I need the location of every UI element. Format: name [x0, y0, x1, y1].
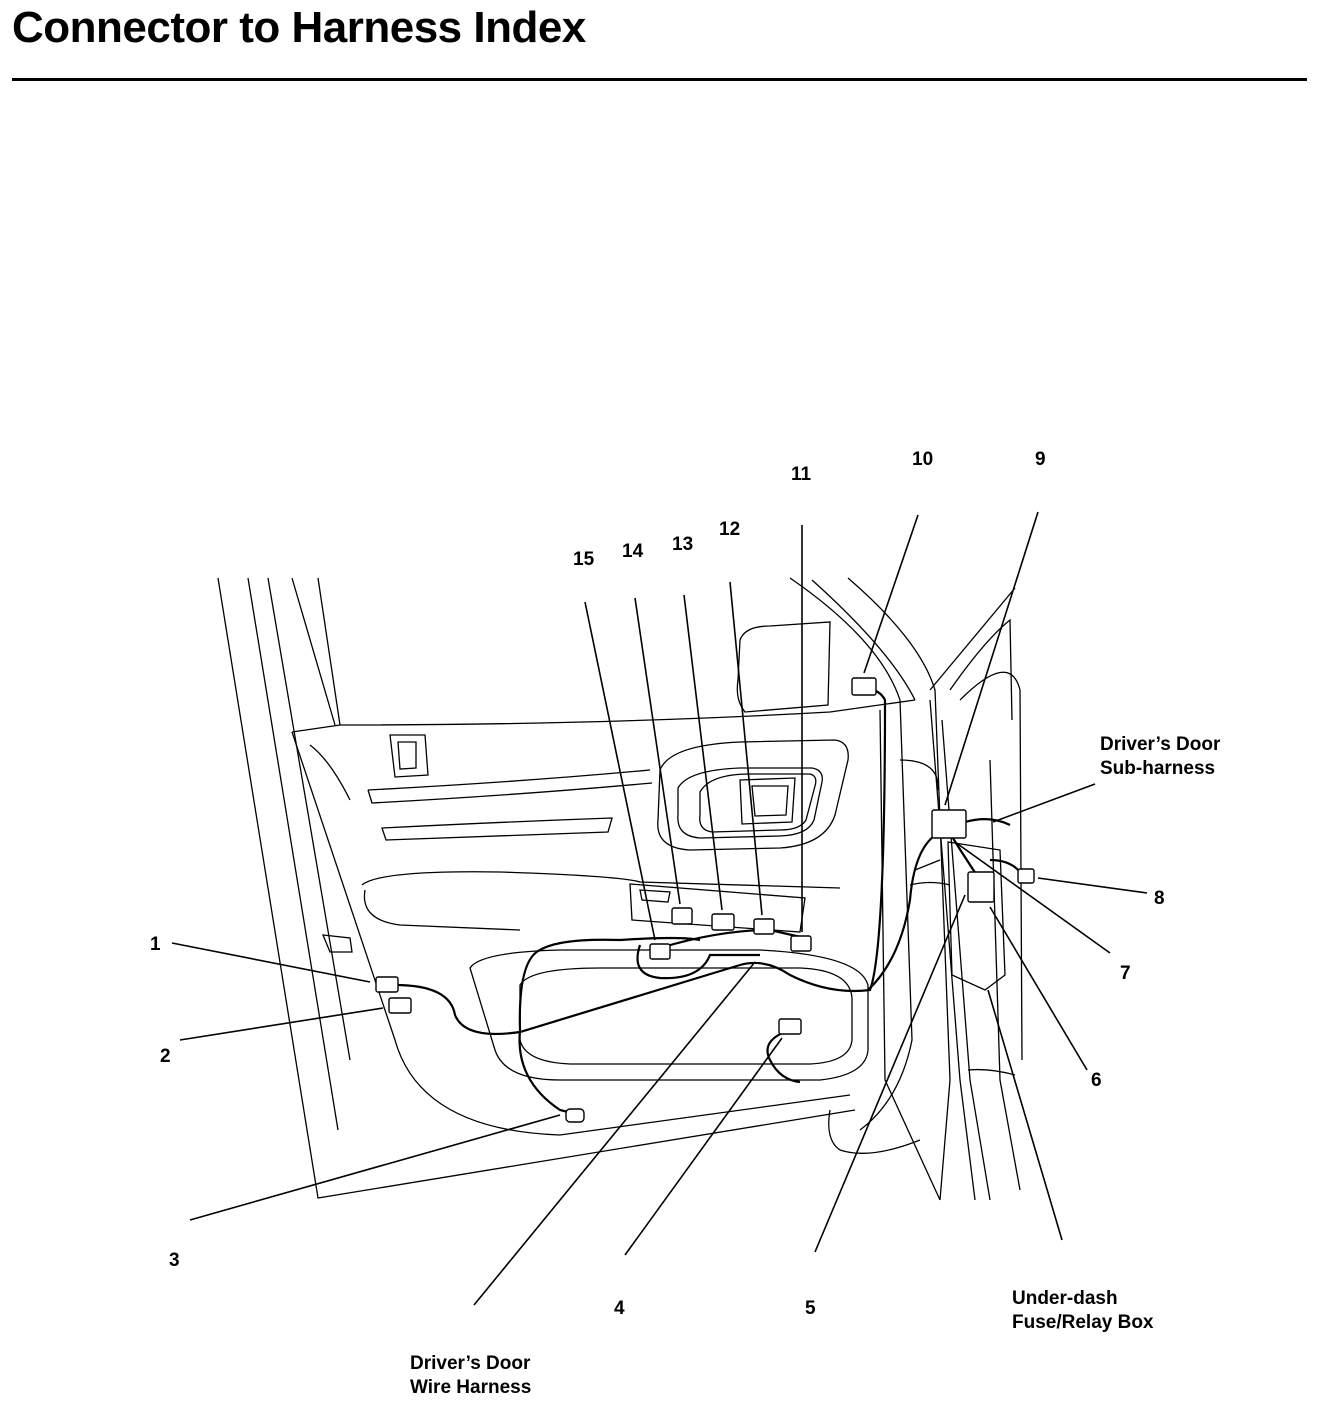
callout-13: 13 [672, 534, 693, 555]
callout-6: 6 [1091, 1070, 1102, 1091]
callout-numbers: 1 2 3 4 5 6 7 8 9 10 11 12 13 14 15 [150, 449, 1165, 1319]
callout-8: 8 [1154, 888, 1165, 909]
door-outline [217, 577, 1023, 1201]
connector-10 [851, 677, 877, 696]
title-rule [12, 78, 1307, 81]
callout-12: 12 [719, 519, 740, 540]
callout-3: 3 [169, 1250, 180, 1271]
connector-4 [778, 1018, 802, 1035]
callout-14: 14 [622, 541, 644, 562]
label-wire-harness-line1: Driver’s Door [410, 1353, 531, 1374]
label-fuse-box-line2: Fuse/Relay Box [1012, 1312, 1154, 1333]
callout-11: 11 [791, 464, 812, 485]
connector-13 [711, 913, 735, 931]
connectors [375, 677, 1035, 1123]
label-fuse-box-line1: Under-dash [1012, 1288, 1118, 1309]
callout-1: 1 [150, 934, 161, 955]
callout-7: 7 [1120, 963, 1131, 984]
callout-5: 5 [805, 1298, 816, 1319]
page-title: Connector to Harness Index [12, 3, 586, 52]
label-sub-harness-line1: Driver’s Door [1100, 734, 1221, 755]
wire-harness-runs [394, 686, 1021, 1117]
label-sub-harness-line2: Sub-harness [1100, 758, 1215, 779]
connector-3 [565, 1108, 585, 1123]
callout-9: 9 [1035, 449, 1046, 470]
connector-1 [375, 976, 399, 993]
connector-15 [649, 943, 671, 960]
callout-10: 10 [912, 449, 933, 470]
connector-7-9 [931, 809, 967, 839]
connector-2 [388, 997, 412, 1014]
callout-2: 2 [160, 1046, 171, 1067]
connector-6 [967, 871, 995, 903]
leader-lines [171, 511, 1148, 1306]
connector-8 [1017, 868, 1035, 884]
connector-11 [790, 935, 812, 952]
connector-14 [671, 907, 693, 925]
label-wire-harness-line2: Wire Harness [410, 1377, 531, 1398]
callout-4: 4 [614, 1298, 625, 1319]
connector-12 [753, 918, 775, 935]
callout-15: 15 [573, 549, 595, 570]
harness-labels: Driver’s Door Sub-harness Under-dash Fus… [410, 734, 1221, 1398]
